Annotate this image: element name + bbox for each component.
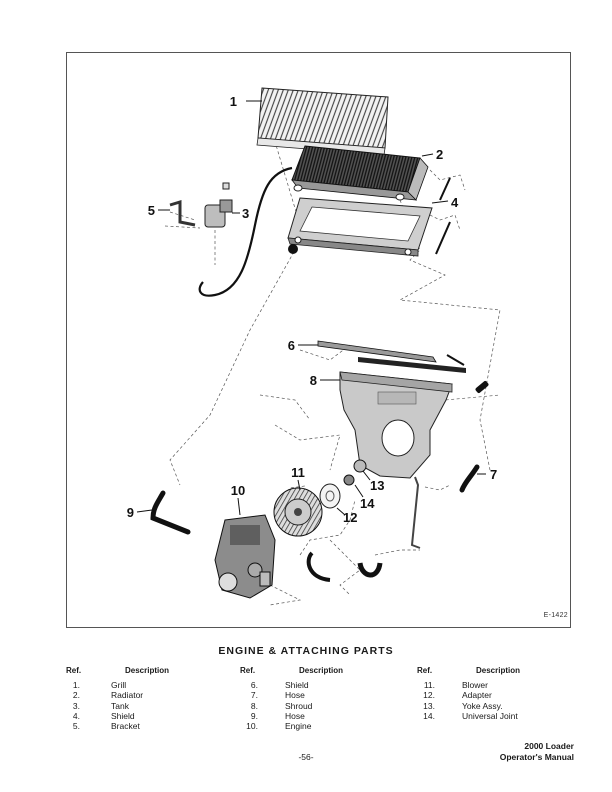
tank-part xyxy=(204,182,233,228)
part-ref: 12. xyxy=(423,690,435,701)
part-ref: 2. xyxy=(72,690,80,701)
dashed-guide-lines xyxy=(164,124,501,606)
figure-frame xyxy=(66,52,571,628)
radiator-part xyxy=(291,145,429,201)
figure-caption: ENGINE & ATTACHING PARTS xyxy=(218,645,394,657)
blower-part xyxy=(273,487,323,537)
part-description: Bracket xyxy=(111,721,140,732)
part-description: Blower xyxy=(462,680,488,690)
ref-header: Ref. xyxy=(417,666,433,675)
part-row: 3. Tank xyxy=(66,701,169,711)
part-ref: 5. xyxy=(72,721,80,732)
part-row: 14. Universal Joint xyxy=(417,711,520,721)
drawing-id: E-1422 xyxy=(543,612,568,619)
callout-8: 8 xyxy=(310,373,317,388)
part-ref: 11. xyxy=(423,680,435,690)
part-description: Shield xyxy=(111,710,135,721)
upper-shield-strip-part xyxy=(317,340,437,363)
grill-part xyxy=(256,87,389,156)
part-row: 2. Radiator xyxy=(66,690,169,700)
part-ref: 6. xyxy=(250,680,258,690)
part-row: 1. Grill xyxy=(66,680,169,690)
part-row: 9. Hose xyxy=(240,711,343,721)
part-ref: 7. xyxy=(250,690,258,701)
description-header: Description xyxy=(299,666,344,675)
callout-13: 13 xyxy=(370,478,384,493)
ref-header: Ref. xyxy=(66,666,82,675)
part-ref: 10. xyxy=(246,721,258,732)
callout-9: 9 xyxy=(127,505,134,520)
shield-frame-part xyxy=(287,197,433,257)
part-row: 7. Hose xyxy=(240,690,343,700)
seal-strip xyxy=(358,357,466,373)
part-row: 11. Blower xyxy=(417,680,520,690)
part-description: Shroud xyxy=(285,700,313,711)
callout-7: 7 xyxy=(490,467,497,482)
description-header: Description xyxy=(476,666,521,675)
part-description: Tank xyxy=(111,700,129,711)
hose-7-part xyxy=(459,464,480,493)
callout-6: 6 xyxy=(288,338,295,353)
callout-14: 14 xyxy=(360,496,375,511)
hose-9-part xyxy=(150,490,191,535)
part-row: 10. Engine xyxy=(240,721,343,731)
small-hose-part xyxy=(475,381,489,393)
callout-11: 11 xyxy=(291,465,305,480)
part-description: Adapter xyxy=(462,690,492,701)
ref-header: Ref. xyxy=(240,666,256,675)
manual-title-line-2: Operator's Manual xyxy=(499,752,574,762)
support-bracket xyxy=(410,476,421,549)
manual-title: 2000 Loader Operator's Manual xyxy=(500,741,574,763)
page-number: -56- xyxy=(298,752,314,762)
part-ref: 3. xyxy=(72,700,80,711)
description-header: Description xyxy=(125,666,170,675)
callout-10: 10 xyxy=(231,483,245,498)
part-row: 8. Shroud xyxy=(240,701,343,711)
part-description: Engine xyxy=(285,721,312,732)
part-description: Grill xyxy=(111,680,127,690)
part-description: Hose xyxy=(285,710,305,721)
part-ref: 1. xyxy=(72,680,80,690)
lower-hose-b xyxy=(357,562,383,578)
lower-hose-a xyxy=(306,551,331,582)
yoke-part xyxy=(353,459,367,473)
part-ref: 8. xyxy=(250,700,258,711)
part-description: Hose xyxy=(285,690,305,701)
part-row: 5. Bracket xyxy=(66,721,169,731)
manual-title-line-1: 2000 Loader xyxy=(524,741,574,751)
parts-column-1: Ref. Description 1. Grill 2. Radiator 3. Tan… xyxy=(66,666,169,731)
part-row: 12. Adapter xyxy=(417,690,520,700)
part-ref: 14. xyxy=(423,710,435,721)
exploded-parts-diagram: 1 2 3 4 5 6 7 8 9 10 11 12 13 14 xyxy=(127,87,501,606)
part-description: Shield xyxy=(285,680,309,690)
part-row: 6. Shield xyxy=(240,680,343,690)
callout-3: 3 xyxy=(242,206,249,221)
callout-leaders xyxy=(136,100,486,516)
overflow-hose xyxy=(198,166,293,297)
part-row: 4. Shield xyxy=(66,711,169,721)
part-description: Radiator xyxy=(111,690,144,701)
bracket-part xyxy=(169,199,196,227)
part-description: Universal Joint xyxy=(462,710,518,721)
part-ref: 4. xyxy=(72,710,80,721)
callout-1: 1 xyxy=(230,94,237,109)
callout-12: 12 xyxy=(343,510,357,525)
shroud-part xyxy=(339,371,453,479)
callout-2: 2 xyxy=(436,147,443,162)
callout-5: 5 xyxy=(148,203,155,218)
adapter-part xyxy=(319,483,341,509)
callout-4: 4 xyxy=(451,195,459,210)
parts-column-3: Ref. Description 11. Blower 12. Adapter 13.… xyxy=(417,666,520,721)
plug-part xyxy=(288,244,298,254)
part-ref: 13. xyxy=(423,700,435,711)
part-ref: 9. xyxy=(250,710,258,721)
parts-column-2: Ref. Description 6. Shield 7. Hose 8. Shroud… xyxy=(240,666,343,731)
part-row: 13. Yoke Assy. xyxy=(417,701,520,711)
engine-part xyxy=(214,514,276,599)
part-description: Yoke Assy. xyxy=(462,700,503,711)
universal-joint-part xyxy=(343,474,355,486)
